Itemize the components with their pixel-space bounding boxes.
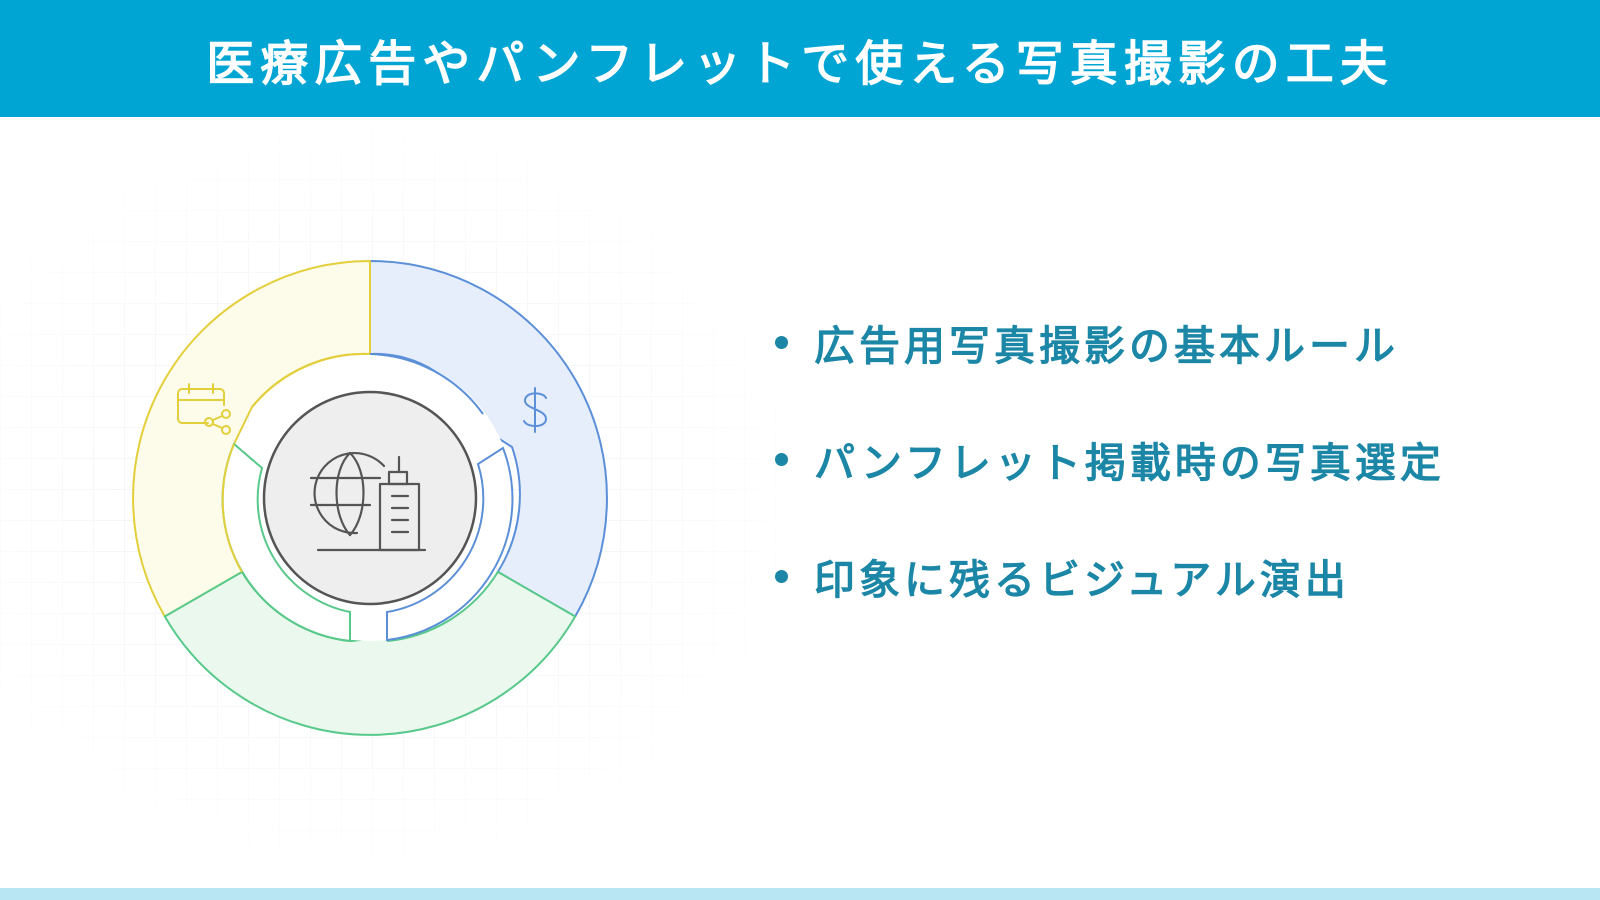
bullet-text: 広告用写真撮影の基本ルール bbox=[814, 322, 1399, 370]
bullet-text: 印象に残るビジュアル演出 bbox=[814, 556, 1350, 604]
center-circle bbox=[262, 390, 478, 606]
bullet-dot bbox=[775, 452, 788, 466]
list-item: パンフレット掲載時の写真選定 bbox=[775, 429, 1445, 489]
dollar-icon bbox=[523, 387, 548, 433]
calendar-share-icon bbox=[177, 383, 231, 435]
bullet-dot bbox=[775, 335, 788, 349]
segment-green bbox=[163, 550, 577, 736]
page-title: 医療広告やパンフレットで使える写真撮影の工夫 bbox=[206, 35, 1394, 92]
footer-bar bbox=[0, 888, 1600, 900]
list-item: 広告用写真撮影の基本ルール bbox=[775, 312, 1445, 372]
inner-arc-top bbox=[253, 356, 483, 434]
bullet-text: パンフレット掲載時の写真選定 bbox=[814, 439, 1445, 487]
list-item: 印象に残るビジュアル演出 bbox=[775, 546, 1445, 606]
globe-building-icon bbox=[309, 451, 427, 552]
header-bar: 医療広告やパンフレットで使える写真撮影の工夫 bbox=[0, 0, 1600, 117]
bullet-dot bbox=[775, 569, 788, 583]
bullet-list: 広告用写真撮影の基本ルール パンフレット掲載時の写真選定 印象に残るビジュアル演… bbox=[775, 312, 1445, 663]
inner-arc-right bbox=[386, 446, 514, 642]
